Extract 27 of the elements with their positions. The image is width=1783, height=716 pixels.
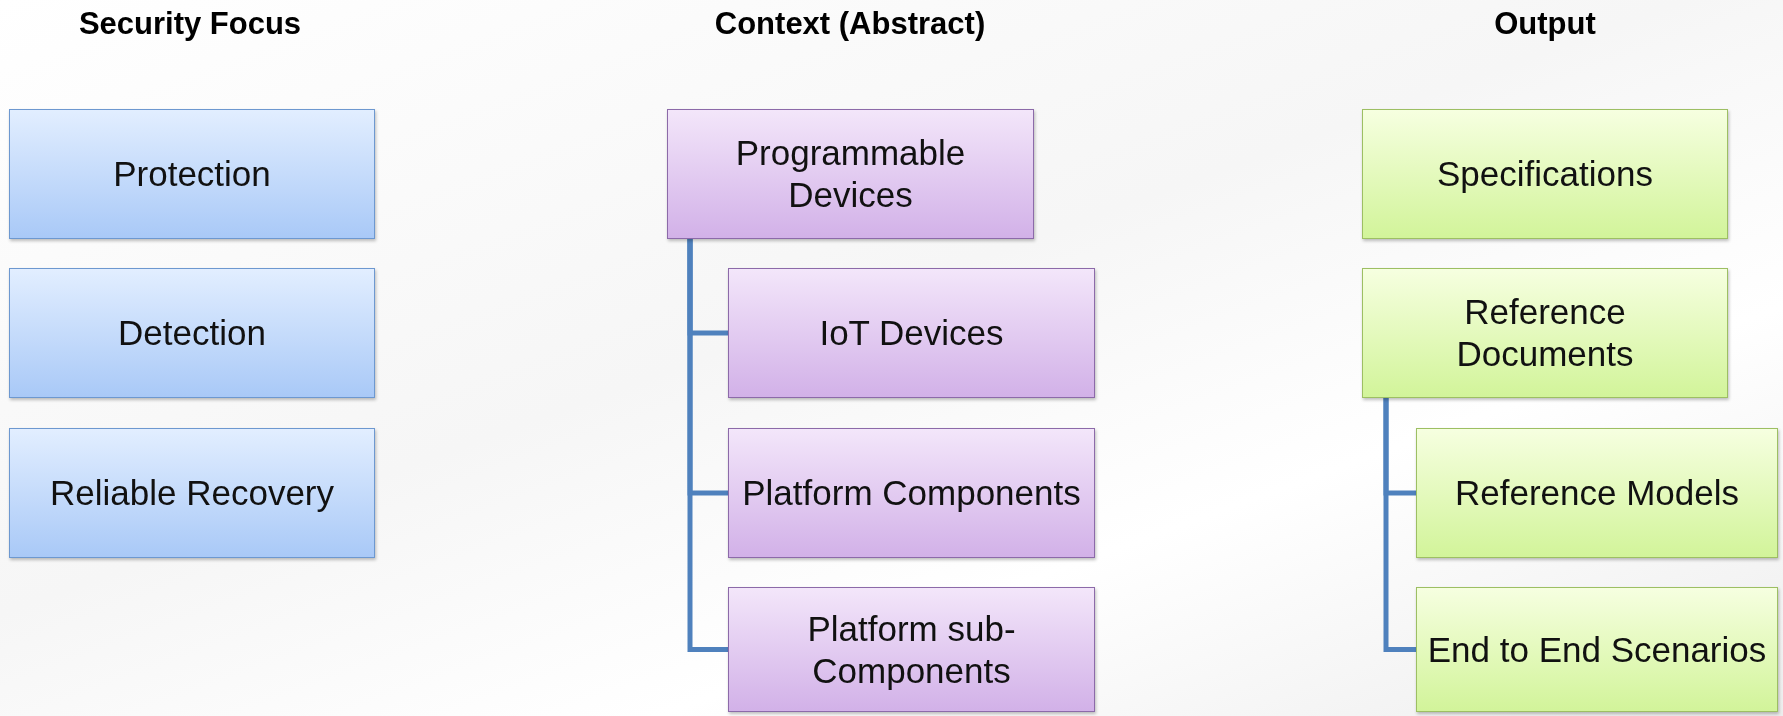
box-label: Detection [118, 312, 266, 354]
box-label: End to End Scenarios [1427, 628, 1767, 671]
box-label: Reference Documents [1455, 291, 1635, 375]
box-label: Specifications [1437, 153, 1653, 195]
category-box [728, 428, 1095, 558]
category-box [9, 109, 375, 239]
connector-line [687, 239, 728, 652]
box-label: IoT Devices [819, 312, 1004, 354]
category-box [9, 268, 375, 398]
box-label: Platform sub-Components [806, 607, 1017, 692]
column-heading: Security Focus [78, 6, 302, 42]
category-box [728, 268, 1095, 398]
category-box [1362, 268, 1728, 398]
box-label: Programmable Devices [734, 132, 967, 216]
category-box [9, 428, 375, 558]
category-box [667, 109, 1034, 239]
box-label: Platform Components [742, 472, 1081, 514]
category-box [1416, 428, 1778, 558]
connector-line [1383, 398, 1416, 652]
box-label: Reference Models [1454, 472, 1739, 514]
column-heading: Output [1494, 6, 1596, 42]
category-box [1416, 587, 1778, 712]
box-label: Reliable Recovery [50, 472, 334, 514]
category-box [728, 587, 1095, 712]
box-label: Protection [113, 153, 271, 195]
column-heading: Context (Abstract) [714, 6, 986, 42]
category-box [1362, 109, 1728, 239]
